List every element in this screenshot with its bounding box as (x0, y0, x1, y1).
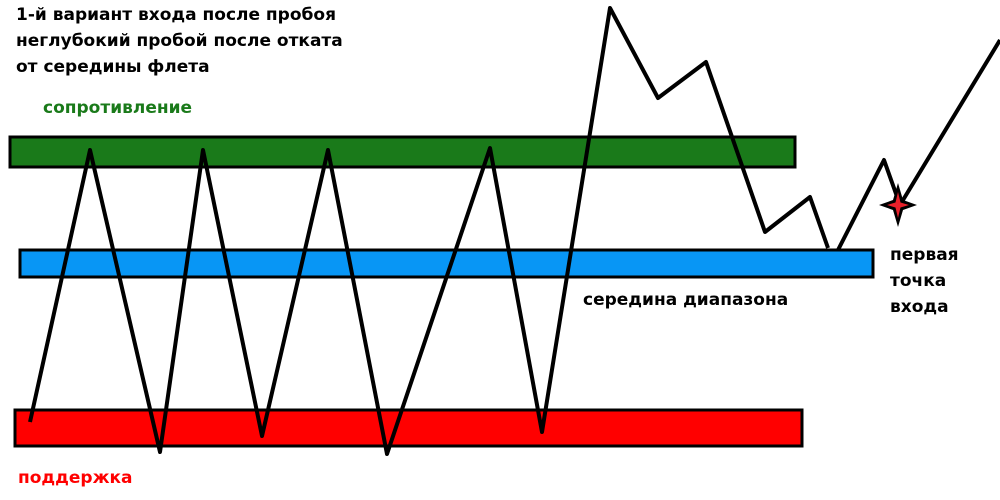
middle-label: середина диапазона (583, 290, 789, 310)
resistance-label: сопротивление (43, 98, 193, 118)
price-line-continuation (836, 38, 1000, 251)
title-line: от середины флета (16, 57, 210, 77)
entry-label-line: точка (890, 271, 947, 291)
title-line: неглубокий пробой после отката (16, 31, 343, 51)
diagram-title: 1-й вариант входа после пробоя неглубоки… (16, 2, 343, 80)
entry-label: первая точка входа (890, 242, 959, 320)
support-label: поддержка (18, 468, 133, 488)
entry-star-icon (879, 183, 917, 227)
price-line (28, 6, 830, 456)
title-line: 1-й вариант входа после пробоя (16, 5, 336, 25)
entry-label-line: входа (890, 297, 949, 317)
entry-label-line: первая (890, 245, 959, 265)
resistance-bar (8, 135, 797, 169)
support-bar (13, 408, 804, 448)
